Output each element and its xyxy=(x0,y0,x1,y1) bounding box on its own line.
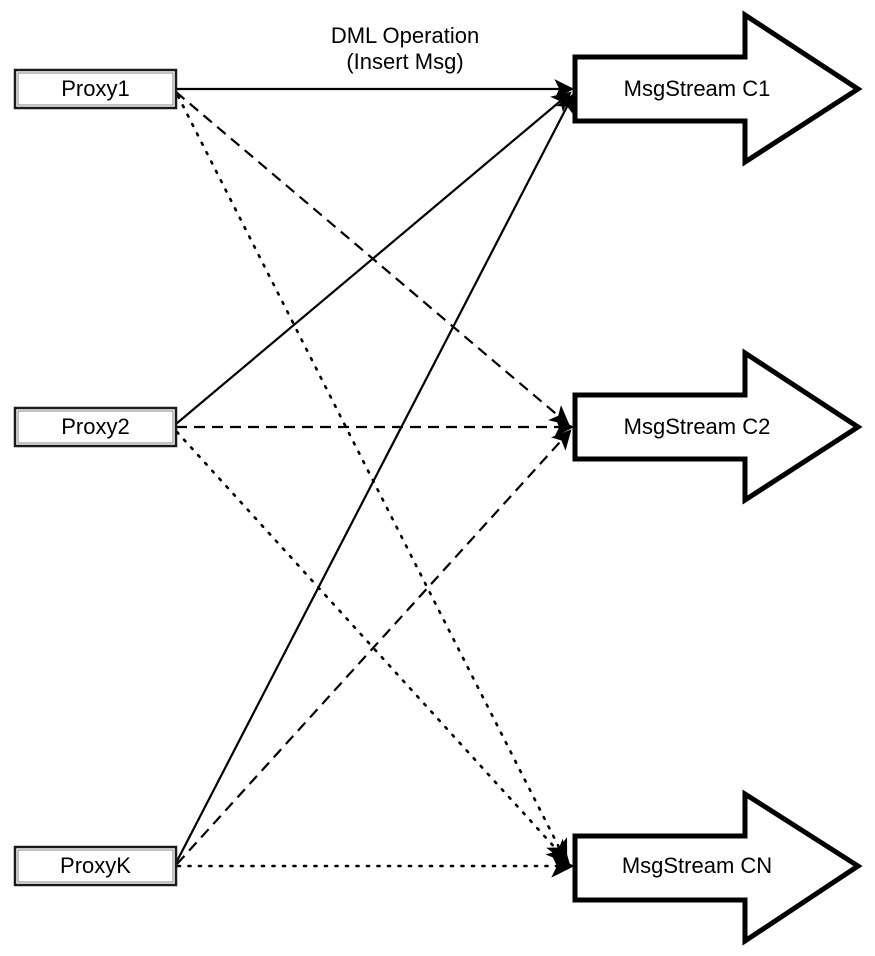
stream-node-stream_cn[interactable]: MsgStream CN xyxy=(572,789,863,946)
proxy-node-proxy1[interactable]: Proxy1 xyxy=(13,68,178,110)
stream-node-stream_c1[interactable]: MsgStream C1 xyxy=(572,10,863,167)
dml-operation-label-line2: (Insert Msg) xyxy=(346,49,463,74)
edge-proxy1-to-cn xyxy=(176,94,568,864)
proxy-label: Proxy1 xyxy=(61,76,129,101)
stream-arrow-icon xyxy=(572,10,863,167)
stream-arrow-icon xyxy=(572,348,863,505)
edge-proxy2-to-c1 xyxy=(175,91,572,425)
edge-label-group: DML Operation (Insert Msg) xyxy=(331,23,479,74)
edges-layer xyxy=(175,79,575,878)
proxy-box-inner-outline xyxy=(17,849,174,883)
edge-proxyk-to-c2 xyxy=(176,429,572,865)
proxy-box-outline xyxy=(13,68,178,110)
proxy-box-inner-outline xyxy=(17,410,174,444)
proxy-label: ProxyK xyxy=(60,853,131,878)
stream-label: MsgStream C1 xyxy=(624,76,771,101)
proxy-node-proxyk[interactable]: ProxyK xyxy=(13,845,178,887)
edge-proxy2-to-cn xyxy=(175,430,570,864)
stream-label: MsgStream C2 xyxy=(624,414,771,439)
proxy-box-outline xyxy=(13,845,178,887)
edge-proxyk-to-c1 xyxy=(175,93,575,864)
proxy-box-inner-outline xyxy=(17,72,174,106)
stream-label: MsgStream CN xyxy=(622,853,772,878)
proxy-label: Proxy2 xyxy=(61,414,129,439)
proxy-node-proxy2[interactable]: Proxy2 xyxy=(13,406,178,448)
stream-node-stream_c2[interactable]: MsgStream C2 xyxy=(572,348,863,505)
proxy-box-outline xyxy=(13,406,178,448)
dml-operation-label-line1: DML Operation xyxy=(331,23,479,48)
stream-arrow-icon xyxy=(572,789,863,946)
